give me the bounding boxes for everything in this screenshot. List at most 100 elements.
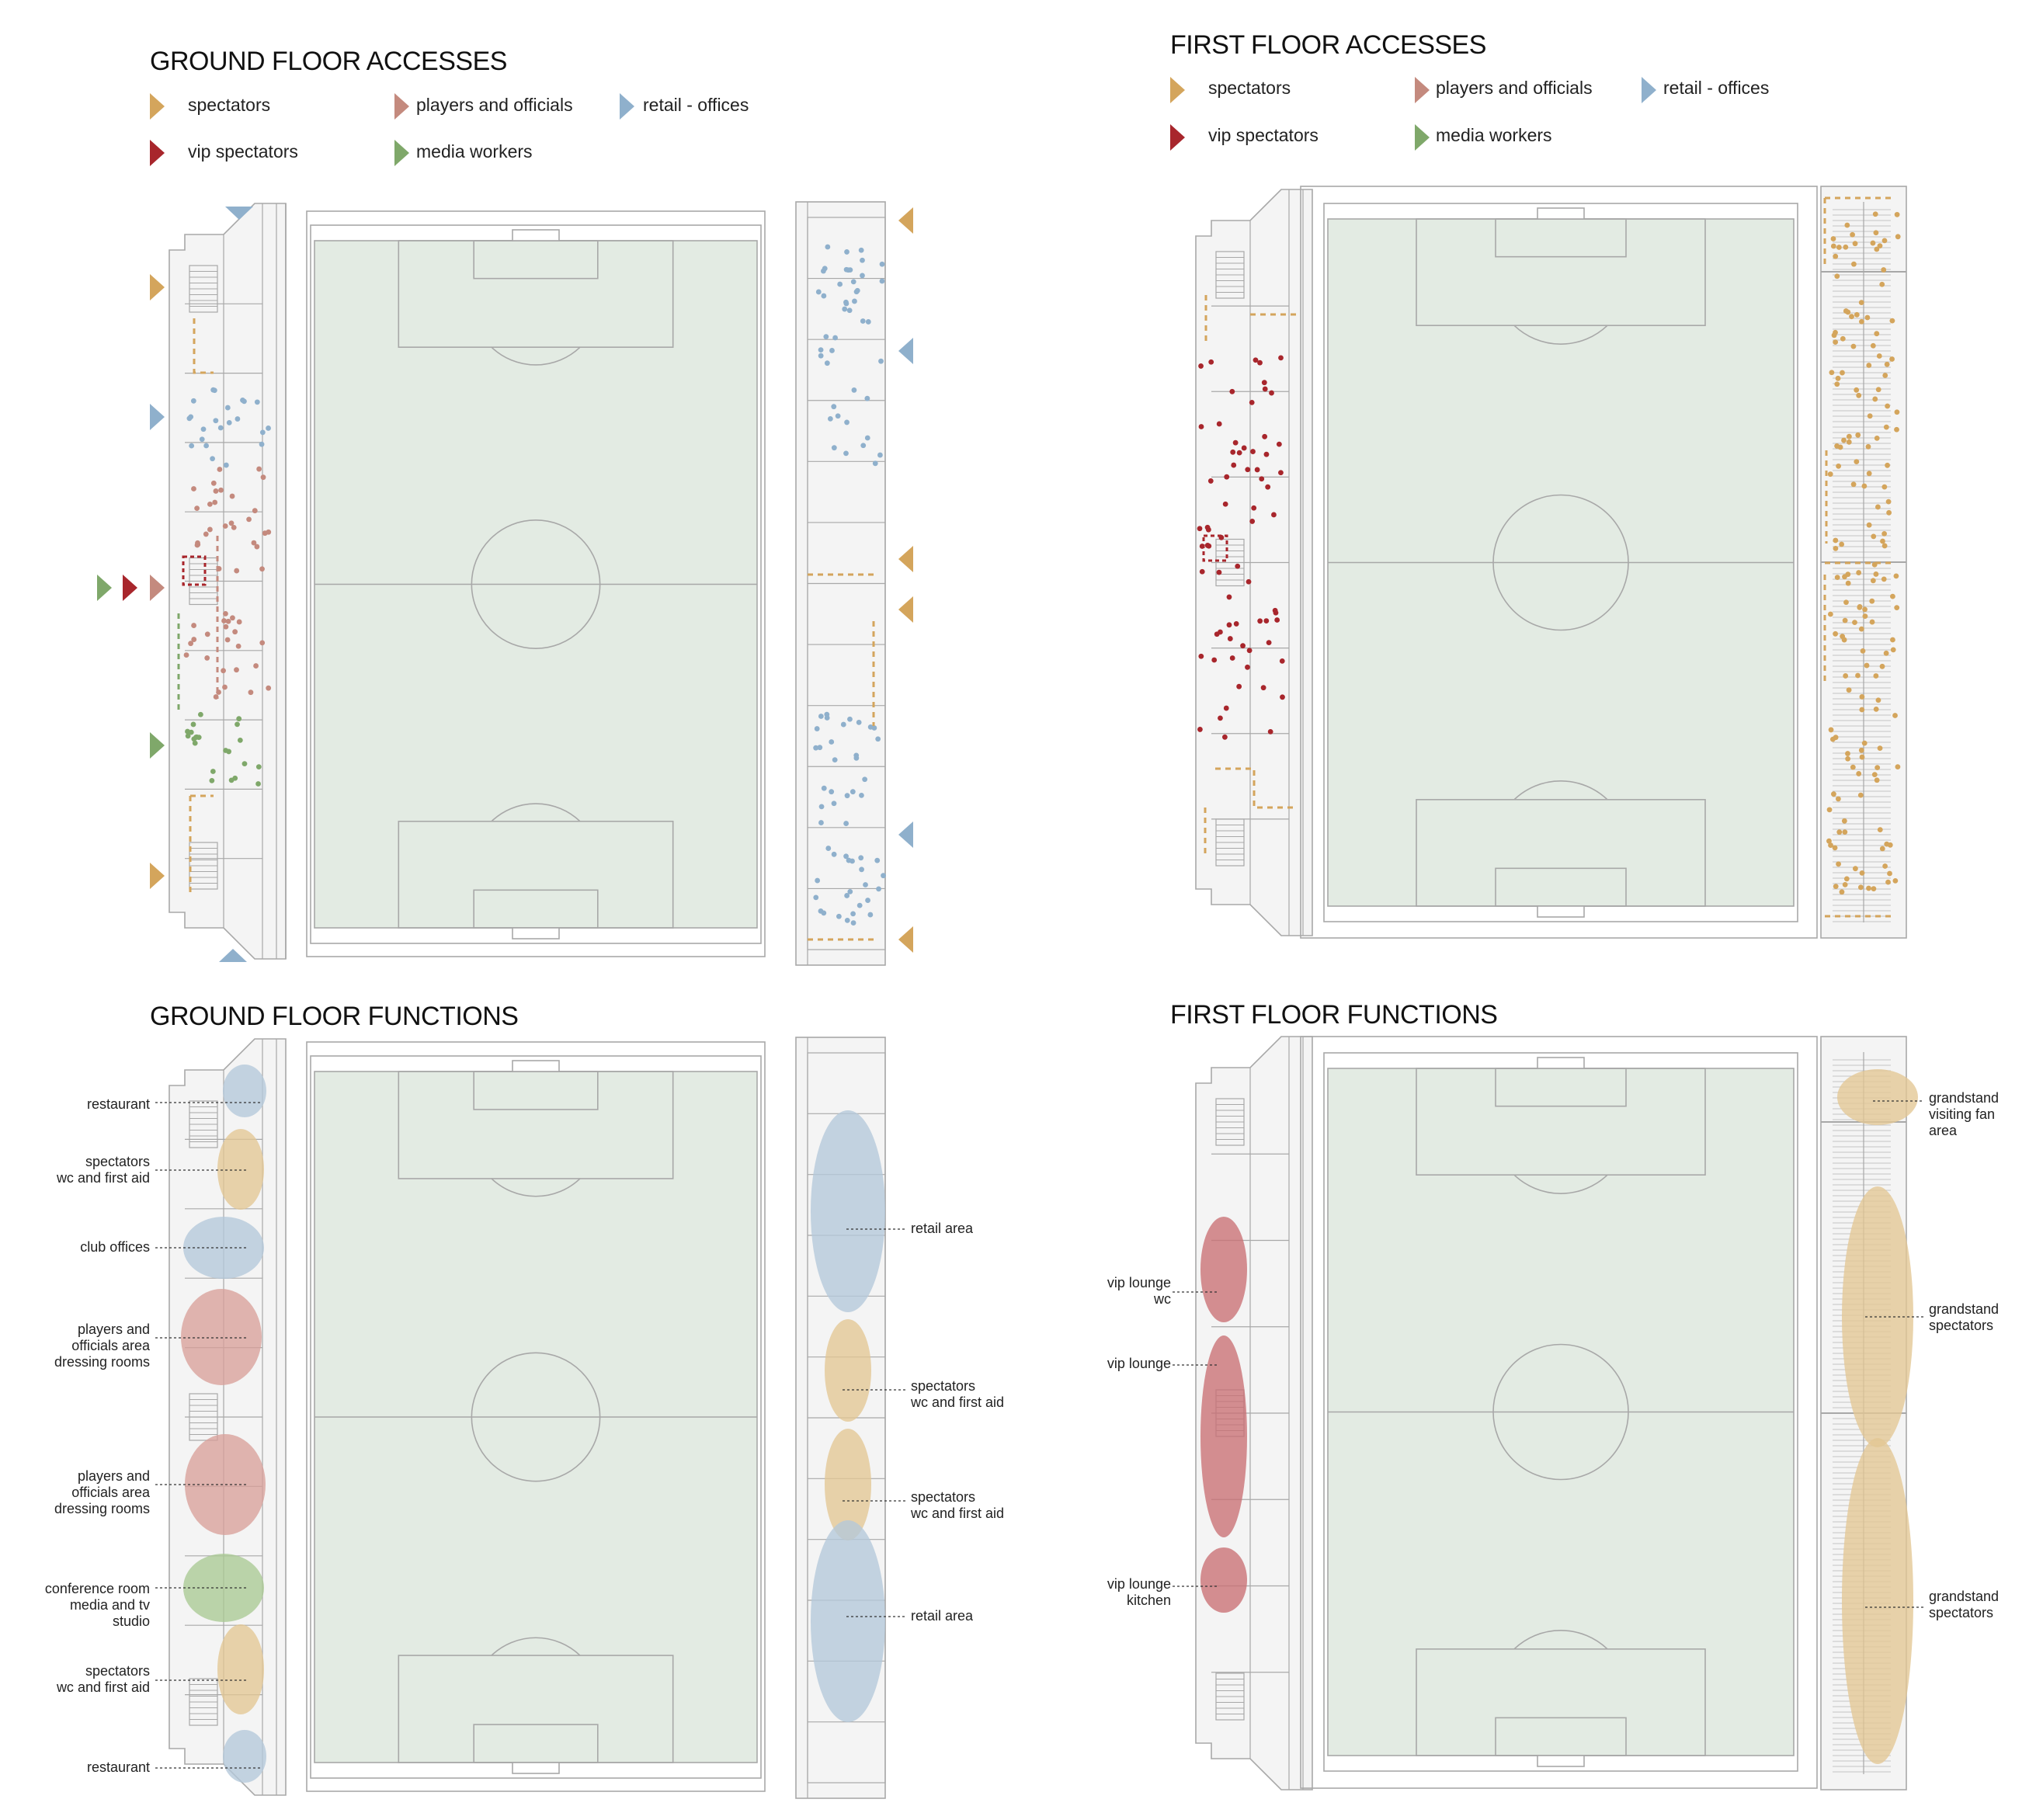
access-arrow-icon [123, 575, 137, 601]
occupant-dot [234, 667, 239, 673]
occupant-dot [860, 318, 866, 324]
occupant-dot [241, 761, 248, 767]
center-circle [471, 519, 601, 649]
occupant-dot [867, 724, 874, 730]
occupant-dot [1267, 728, 1273, 735]
occupant-dot [850, 789, 856, 795]
occupant-dot [1853, 866, 1858, 872]
wall [807, 217, 886, 950]
goal [512, 1762, 560, 1774]
occupant-dot [842, 306, 848, 312]
occupant-dot [1862, 606, 1868, 613]
pitch-outline [1323, 203, 1798, 922]
occupant-dot [191, 637, 197, 642]
occupant-dot [1860, 648, 1866, 654]
occupant-dot [859, 867, 864, 873]
occupant-dot [1851, 261, 1857, 267]
occupant-dot [856, 902, 863, 908]
occupant-dot [1854, 387, 1860, 393]
label-grandstand-spectators: grandstand spectators [1929, 1301, 2000, 1333]
occupant-dot [1231, 462, 1237, 468]
occupant-dot [1198, 363, 1204, 369]
occupant-dot [817, 745, 823, 751]
occupant-dot [192, 740, 198, 746]
access-arrow-icon [394, 93, 409, 120]
occupant-dot [872, 460, 878, 467]
stadium-bowl [1300, 186, 1818, 939]
occupant-dot [1879, 846, 1885, 852]
occupant-dot [1198, 424, 1204, 429]
center-circle [471, 1352, 601, 1482]
occupant-dot [1199, 568, 1205, 575]
occupant-dot [1835, 796, 1841, 802]
occupant-dot [1855, 432, 1861, 438]
occupant-dot [1865, 443, 1871, 450]
occupant-dot [1843, 599, 1849, 606]
access-arrow-icon [394, 140, 409, 166]
occupant-dot [1828, 842, 1833, 848]
access-arrow-icon [898, 821, 913, 848]
occupant-dot [1241, 445, 1247, 451]
occupant-dot [865, 319, 871, 325]
occupant-dot [1833, 735, 1839, 741]
occupant-dot [1884, 361, 1890, 367]
occupant-dot [1232, 439, 1239, 446]
occupant-dot [1229, 388, 1235, 394]
occupant-dot [1254, 467, 1260, 473]
label-retail-area: retail area [911, 1221, 974, 1236]
penalty-arc [1513, 1630, 1608, 1650]
occupant-dot [1870, 240, 1876, 246]
legend-vip-spectators: vip spectators [1208, 125, 1319, 145]
occupant-dot [1866, 363, 1872, 368]
occupant-dot [1830, 236, 1836, 241]
access-arrow-icon [898, 596, 913, 623]
occupant-dot [1858, 747, 1864, 753]
occupant-dot [203, 443, 210, 449]
occupant-dot [843, 853, 849, 860]
occupant-dot [1885, 879, 1891, 885]
label-players-area: players and officials area dressing room… [54, 1468, 150, 1516]
occupant-dot [255, 764, 262, 769]
occupant-dot [1842, 829, 1848, 835]
occupant-dot [236, 619, 242, 625]
occupant-dot [1889, 318, 1895, 324]
occupant-dot [858, 855, 864, 861]
occupant-dot [1895, 234, 1901, 240]
center-circle [1492, 1343, 1629, 1481]
occupant-dot [1850, 231, 1855, 238]
function-zone [1200, 1335, 1247, 1537]
occupant-dot [1859, 707, 1865, 713]
occupant-dot [1846, 439, 1852, 445]
occupant-dot [815, 877, 821, 884]
occupant-dot [860, 257, 865, 263]
occupant-dot [260, 474, 266, 481]
occupant-dot [1226, 594, 1232, 600]
occupant-dot [1261, 380, 1267, 386]
occupant-dot [1250, 449, 1256, 454]
occupant-dot [1845, 580, 1851, 586]
occupant-dot [1870, 342, 1876, 349]
occupant-dot [1843, 308, 1849, 314]
occupant-dot [1833, 545, 1839, 551]
occupant-dot [1874, 435, 1880, 441]
occupant-dot [818, 714, 824, 719]
occupant-dot [1222, 501, 1228, 507]
occupant-dot [850, 279, 856, 285]
goal [512, 927, 560, 940]
circulation-path [182, 555, 207, 586]
occupant-dot [195, 540, 200, 546]
occupant-dot [230, 615, 235, 621]
occupant-dot [1246, 578, 1252, 585]
occupant-dot [1873, 706, 1879, 712]
penalty-arc [491, 1637, 581, 1656]
occupant-dot [831, 445, 837, 451]
occupant-dot [1246, 648, 1253, 654]
stadium-bowl [306, 210, 766, 957]
occupant-dot [813, 894, 819, 901]
occupant-dot [1845, 571, 1851, 578]
occupant-dot [825, 846, 832, 851]
occupant-dot [1259, 476, 1265, 482]
pitch-outline [310, 224, 762, 944]
goal [1537, 1755, 1585, 1767]
occupant-dot [248, 689, 254, 696]
